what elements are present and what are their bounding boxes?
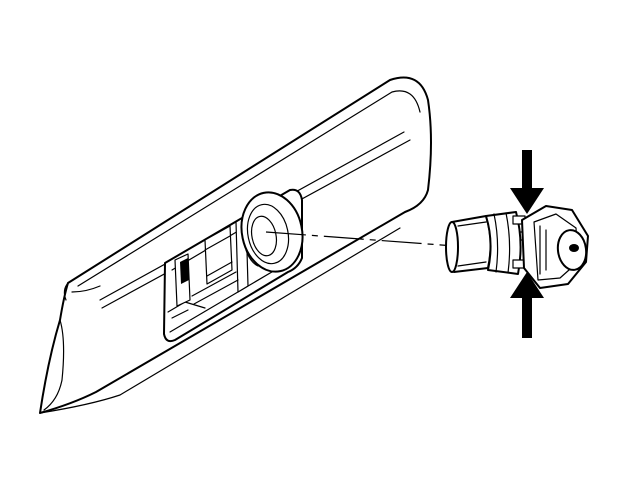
switch-bulb-socket	[445, 205, 589, 289]
squeeze-arrow-top	[510, 150, 544, 214]
squeeze-arrow-bottom	[510, 272, 544, 338]
alignment-dashed-line	[265, 231, 456, 247]
